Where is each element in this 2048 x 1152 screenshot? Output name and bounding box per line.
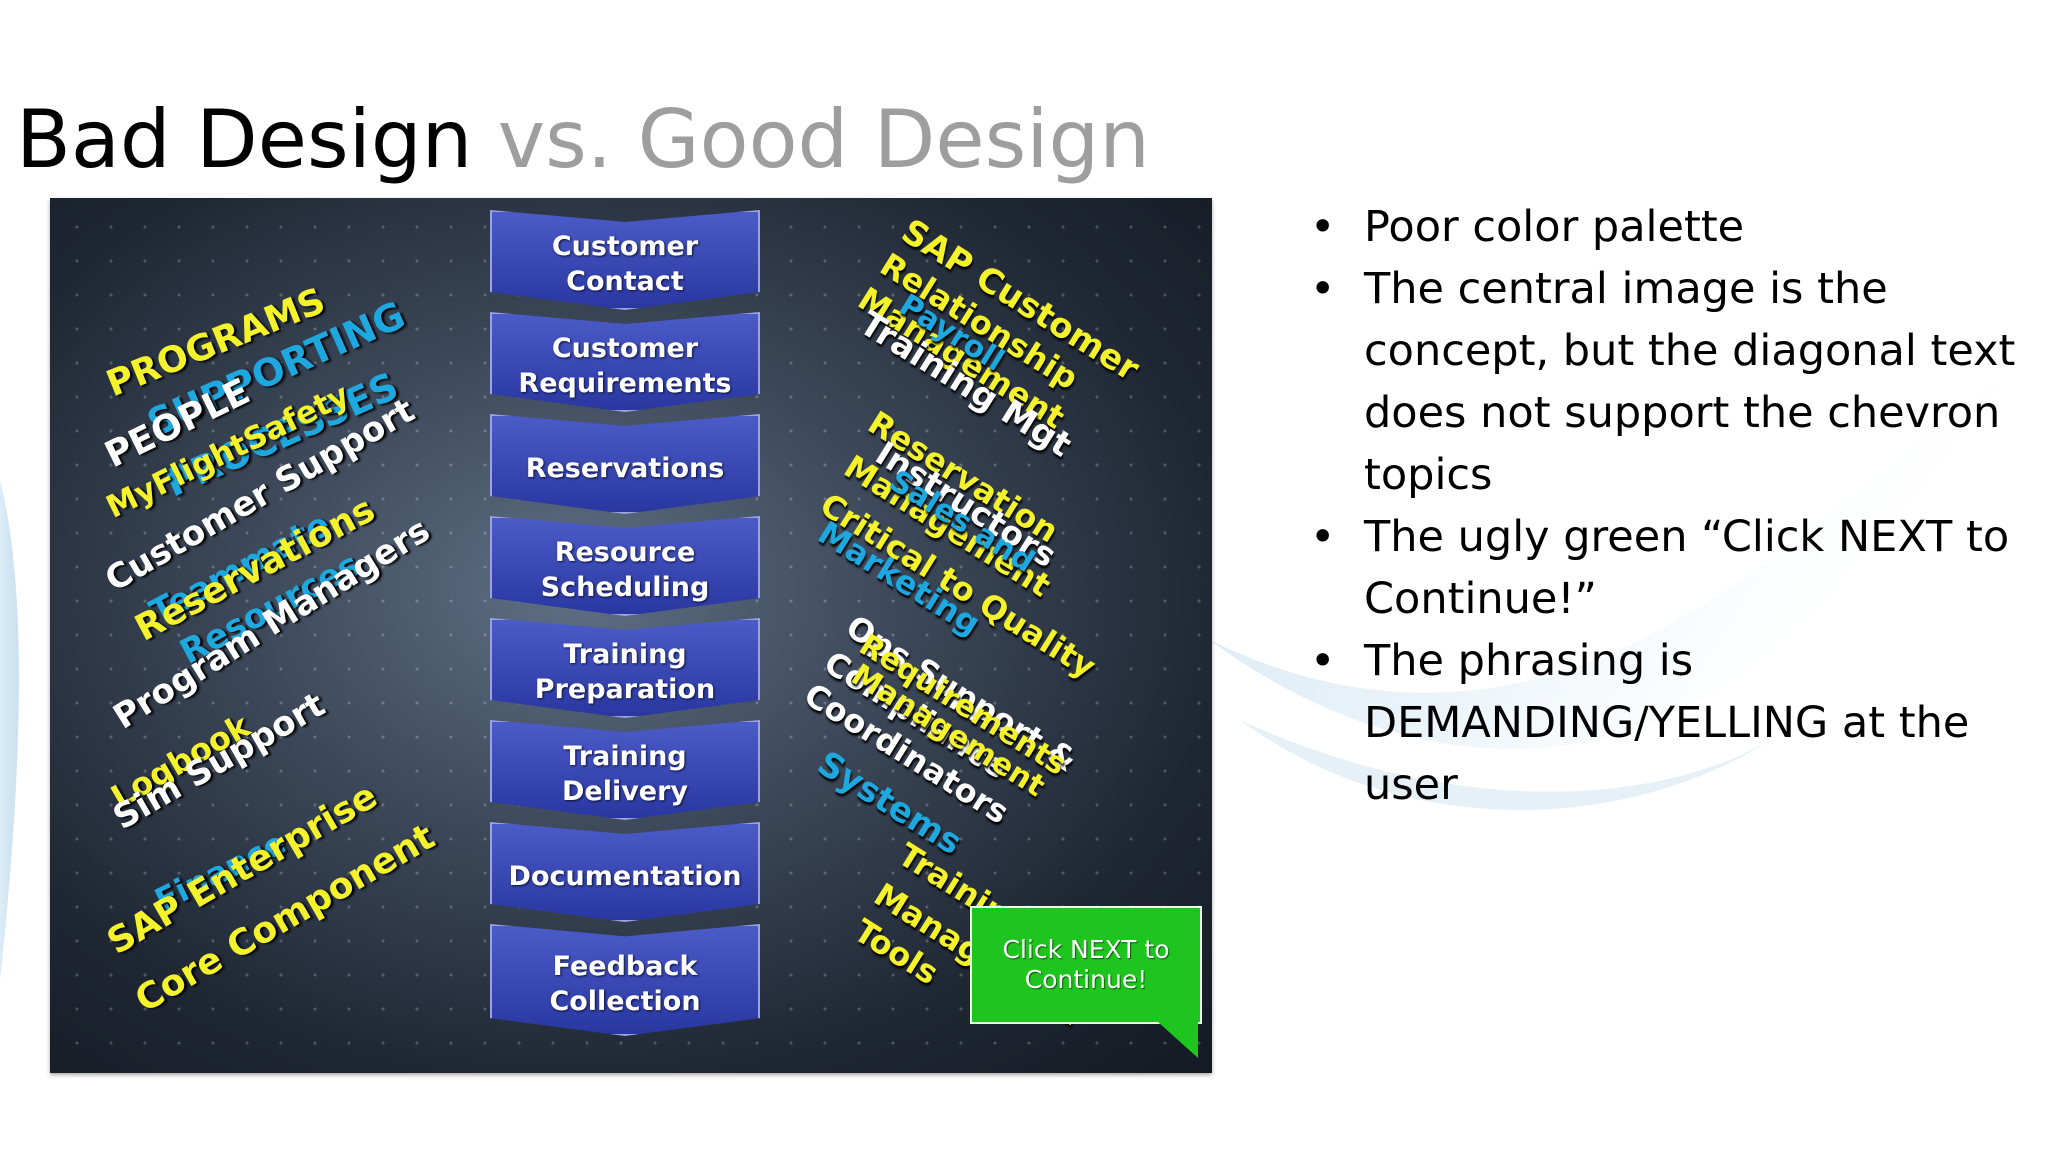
click-next-callout: Click NEXT to Continue! (970, 906, 1202, 1024)
chevron-reservations: Reservations (490, 414, 760, 514)
click-next-label: Click NEXT to Continue! (1002, 935, 1170, 994)
bullet-marker: • (1310, 264, 1336, 314)
bullet-text: The phrasing is DEMANDING/YELLING at the… (1364, 636, 1970, 810)
bullet-text: Poor color palette (1364, 202, 1745, 252)
page-title: Bad Design vs. Good Design (16, 92, 1150, 188)
bullet-text: The ugly green “Click NEXT to Continue!” (1364, 512, 2010, 624)
bullet-item: • The ugly green “Click NEXT to Continue!… (1300, 506, 2040, 630)
bullet-text: The central image is the concept, but th… (1364, 264, 2016, 500)
chevron-documentation: Documentation (490, 822, 760, 922)
bullet-item: • The phrasing is DEMANDING/YELLING at th… (1300, 630, 2040, 816)
bullet-marker: • (1310, 636, 1336, 686)
bullet-item: • The central image is the concept, but t… (1300, 258, 2040, 506)
bullet-marker: • (1310, 512, 1336, 562)
bullet-marker: • (1310, 202, 1336, 252)
title-primary: Bad Design (16, 93, 473, 186)
callout-tail (1158, 1022, 1198, 1058)
title-secondary: vs. Good Design (497, 93, 1150, 186)
bullet-item: • Poor color palette (1300, 196, 2040, 258)
critique-bullet-list: • Poor color palette • The central image i… (1300, 196, 2040, 816)
